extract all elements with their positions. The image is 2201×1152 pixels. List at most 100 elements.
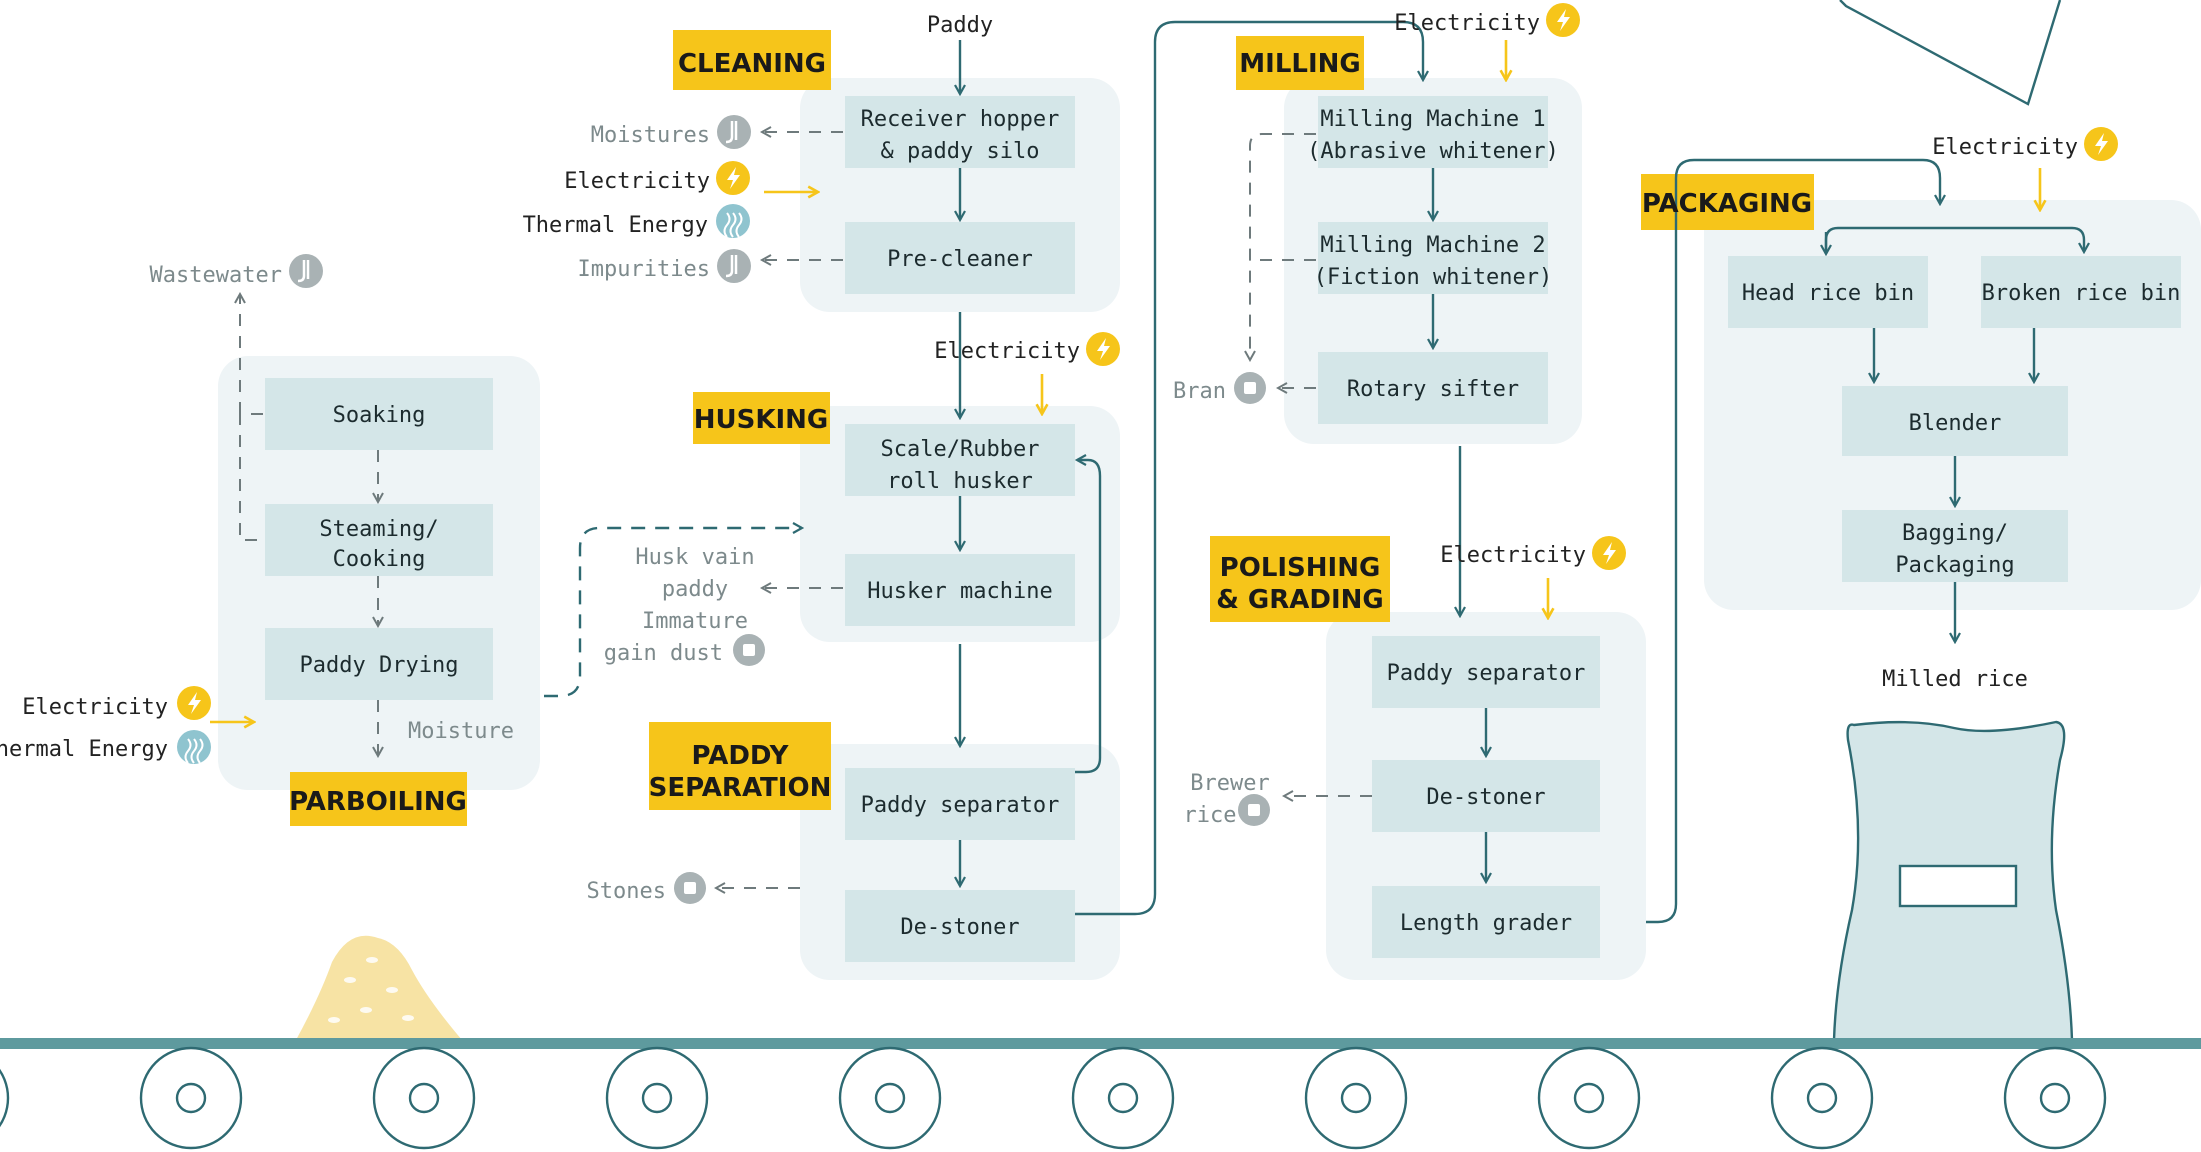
destoner-1-box	[845, 890, 1075, 962]
milling1-label: (Abrasive whitener)	[1307, 139, 1559, 164]
stage-label-milling: MILLING	[1239, 49, 1360, 79]
thermal-energy-label: Thermal Energy	[523, 213, 708, 238]
broken-rice-bin-label: Broken rice bin	[1982, 281, 2181, 306]
solid-waste-icon	[1234, 372, 1266, 404]
destoner-1-label: De-stoner	[900, 915, 1019, 940]
pre-cleaner-label: Pre-cleaner	[887, 247, 1033, 272]
husk-byproduct-label: paddy	[662, 577, 728, 602]
paddy-separation-badge	[649, 722, 831, 810]
roller-wheel	[838, 1046, 942, 1150]
destoner-2-box	[1372, 760, 1600, 832]
receiver-hopper-label: Receiver hopper	[861, 107, 1060, 132]
electricity-label: Electricity	[1394, 11, 1540, 36]
bagging-label: Packaging	[1895, 553, 2014, 578]
husking-badge	[693, 392, 830, 444]
blender-label: Blender	[1909, 411, 2002, 436]
heat-icon	[177, 730, 211, 764]
rotary-sifter-box	[1318, 352, 1548, 424]
bagging-box	[1842, 510, 2068, 582]
roller-wheel	[1304, 1046, 1408, 1150]
steaming-label: Steaming/	[319, 517, 438, 542]
receiver-hopper-label: & paddy silo	[881, 139, 1040, 164]
roller-hub	[175, 1082, 207, 1114]
electricity-label: Electricity	[934, 339, 1080, 364]
roller-wheel	[1071, 1046, 1175, 1150]
husker-machine-box	[845, 554, 1075, 626]
byproduct-labels: Moistures Impurities Wastewater Moisture…	[150, 123, 1270, 904]
stage-badges	[290, 30, 1814, 826]
length-grader-label: Length grader	[1400, 911, 1572, 936]
icons	[177, 3, 2118, 904]
paddy-drying-label: Paddy Drying	[300, 653, 459, 678]
roller-hub	[1573, 1082, 1605, 1114]
packaging-badge	[1641, 174, 1814, 230]
paddy-separator-1-label: Paddy separator	[861, 793, 1060, 818]
io-labels: Paddy Electricity Electricity Thermal En…	[0, 11, 2078, 762]
roller-wheel	[139, 1046, 243, 1150]
lightning-icon	[2084, 127, 2118, 161]
stage-labels: CLEANING MILLING PACKAGING HUSKING POLIS…	[289, 49, 1812, 817]
conveyor-rollers	[0, 1046, 2107, 1150]
husker-label: Scale/Rubber	[881, 437, 1040, 462]
milled-rice-label: Milled rice	[1882, 667, 2028, 692]
milling1-box	[1318, 96, 1548, 168]
milling2-label: Milling Machine 2	[1320, 233, 1545, 258]
roller-hub	[1340, 1082, 1372, 1114]
lightning-icon	[1086, 332, 1120, 366]
stones-label: Stones	[587, 879, 666, 904]
steaming-label: Cooking	[333, 547, 426, 572]
husker-box	[845, 424, 1075, 496]
rotary-sifter-label: Rotary sifter	[1347, 377, 1519, 402]
rice-sack	[1832, 720, 2074, 1042]
wastewater-label: Wastewater	[150, 263, 282, 288]
steaming-box	[265, 504, 493, 576]
lightning-icon	[1546, 3, 1580, 37]
bagging-label: Bagging/	[1902, 521, 2008, 546]
roller-hub	[2039, 1082, 2071, 1114]
polishing-badge	[1210, 536, 1390, 622]
roller-hub	[408, 1082, 440, 1114]
soaking-label: Soaking	[333, 403, 426, 428]
bran-label: Bran	[1173, 379, 1226, 404]
byproduct-arrows	[240, 132, 1372, 888]
stage-label-packaging: PACKAGING	[1642, 189, 1812, 219]
roller-wheel	[605, 1046, 709, 1150]
thermal-energy-label: Thermal Energy	[0, 737, 168, 762]
moistures-label: Moistures	[591, 123, 710, 148]
soaking-box	[265, 378, 493, 450]
process-boxes	[265, 96, 2181, 962]
husk-byproduct-label: Immature	[642, 609, 748, 634]
solid-waste-icon	[674, 872, 706, 904]
brewer-rice-label: Brewer	[1190, 771, 1269, 796]
solid-waste-icon	[733, 634, 765, 666]
stage-label-separation: SEPARATION	[649, 773, 832, 803]
milling2-label: (Fiction whitener)	[1314, 265, 1552, 290]
paddy-separator-1-box	[845, 768, 1075, 840]
stage-label-husking: HUSKING	[694, 405, 829, 435]
droplet-icon	[717, 115, 751, 149]
husk-byproduct-label: Husk vain	[635, 545, 754, 570]
roller-wheel	[0, 1068, 10, 1128]
electricity-label: Electricity	[22, 695, 168, 720]
cleaning-badge	[673, 30, 831, 90]
roller-hub	[641, 1082, 673, 1114]
electricity-label: Electricity	[564, 169, 710, 194]
roller-wheel	[1770, 1046, 1874, 1150]
impurities-label: Impurities	[578, 257, 710, 282]
brewer-rice-label: rice	[1184, 803, 1237, 828]
milling-badge	[1236, 36, 1364, 90]
stage-label-grading: & GRADING	[1216, 585, 1384, 615]
hopper-shape	[1839, 0, 2062, 106]
rice-pile	[296, 935, 462, 1040]
length-grader-box	[1372, 886, 1600, 958]
roller-hub	[1806, 1082, 1838, 1114]
milling2-box	[1318, 222, 1548, 294]
broken-rice-bin-box	[1981, 256, 2181, 328]
husker-label: roll husker	[887, 469, 1033, 494]
stage-label-paddy: PADDY	[692, 741, 790, 771]
receiver-hopper-box	[845, 96, 1075, 168]
conveyor-belt	[0, 1038, 2201, 1049]
milling1-label: Milling Machine 1	[1320, 107, 1545, 132]
droplet-icon	[289, 254, 323, 288]
